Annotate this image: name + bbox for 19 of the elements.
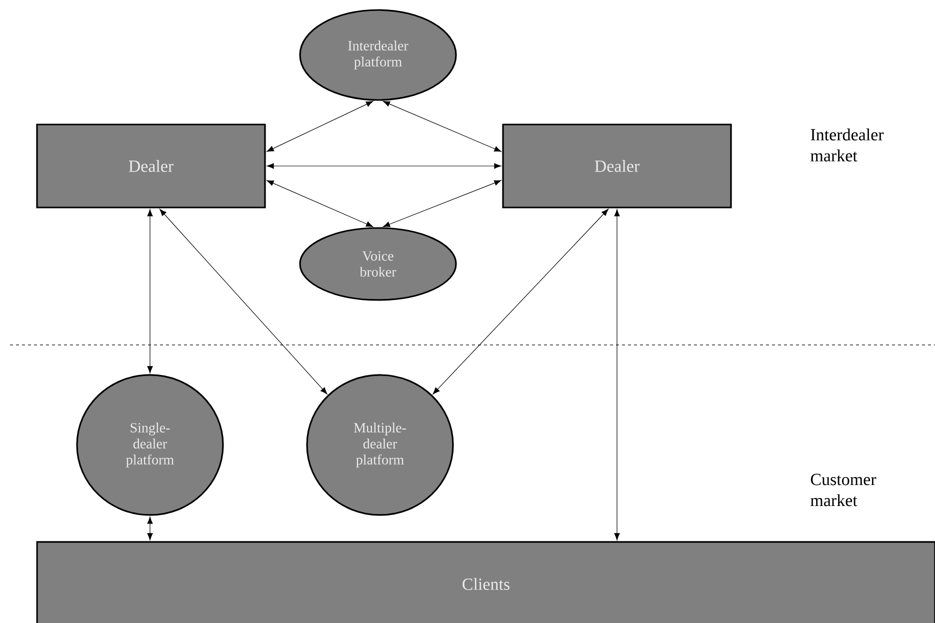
circle-node: Multiple-dealer platform [306,374,454,516]
process-box: Dealer [502,124,732,208]
arrow [160,208,328,394]
process-box: Clients [36,541,935,623]
market-label: Interdealer market [810,128,884,162]
circle-node: Single-dealer platform [76,374,224,516]
arrow [432,208,608,394]
arrow [266,163,502,169]
ellipse-node: Interdealer platform [299,9,457,101]
arrow [147,516,153,540]
process-box: Dealer [36,124,266,208]
arrow [614,209,620,540]
arrow [382,100,502,152]
arrow [147,209,153,374]
arrow [266,101,374,152]
arrow [266,180,374,227]
market-label: Customer market [810,474,876,506]
ellipse-node: Voice broker [299,227,457,301]
arrow [382,180,502,228]
